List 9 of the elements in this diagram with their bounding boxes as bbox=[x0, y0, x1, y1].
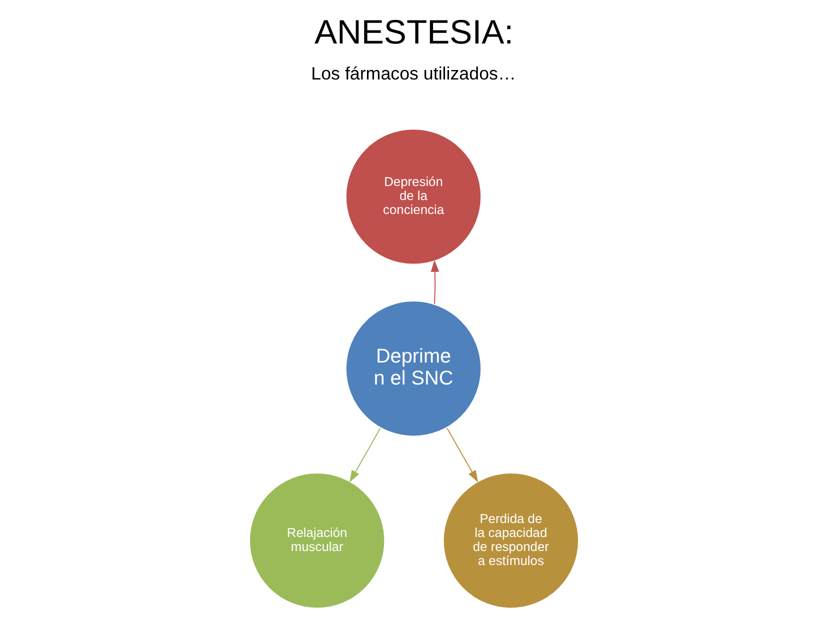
node-circle: Relajación muscular bbox=[248, 472, 386, 610]
node-circle: Depresión de la conciencia bbox=[344, 128, 483, 266]
label: Los fármacos utilizados… bbox=[311, 63, 516, 84]
node-circle: Deprime n el SNC bbox=[344, 300, 483, 438]
node-circle: Perdida de la capacidad de responder a estímulos bbox=[442, 472, 580, 610]
diagram-title: ANESTESIA: bbox=[314, 13, 514, 52]
arrow bbox=[430, 260, 440, 304]
arrow bbox=[350, 428, 381, 482]
arrow bbox=[446, 428, 478, 482]
